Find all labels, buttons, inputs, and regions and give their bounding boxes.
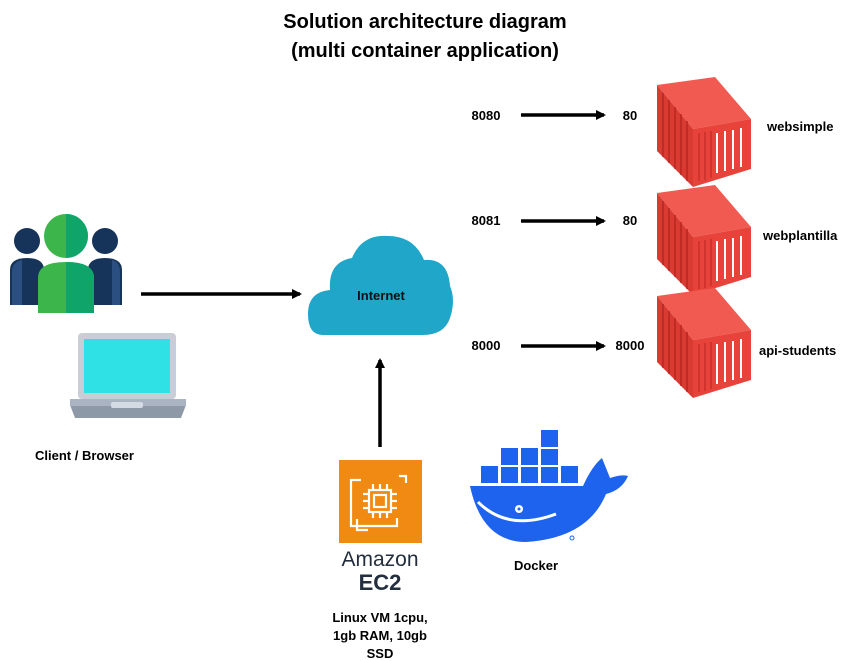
diagram-title-line1: Solution architecture diagram [283,11,566,33]
container-name: api-students [759,343,836,358]
ec2-brand: Amazon [341,548,418,571]
cloud-icon [308,235,453,336]
docker-label: Docker [514,558,558,573]
host-port-label: 8000 [472,338,501,353]
container-port-label: 8000 [616,338,645,353]
users-icon [10,214,122,313]
internet-label: Internet [357,288,405,303]
ec2-desc-line1: Linux VM 1cpu, [332,610,427,625]
container-row-webplantilla: 8081 80 webplantilla [472,184,838,296]
ec2-desc-line2: 1gb RAM, 10gb [333,628,427,643]
container-row-websimple: 8080 80 websimple [472,76,833,188]
container-name: webplantilla [762,228,838,243]
container-icon [656,76,752,188]
container-name: websimple [766,119,833,134]
client-label: Client / Browser [35,448,134,463]
docker-icon [470,428,628,542]
container-port-label: 80 [623,213,637,228]
host-port-label: 8081 [472,213,501,228]
diagram-title-line2: (multi container application) [291,40,559,62]
container-port-label: 80 [623,108,637,123]
ec2-icon [339,460,422,543]
host-port-label: 8080 [472,108,501,123]
container-row-api-students: 8000 8000 api-students [472,287,836,399]
laptop-icon [70,333,186,418]
ec2-desc-line3: SSD [367,646,394,661]
container-icon [656,287,752,399]
ec2-product: EC2 [359,570,402,595]
container-icon [656,184,752,296]
